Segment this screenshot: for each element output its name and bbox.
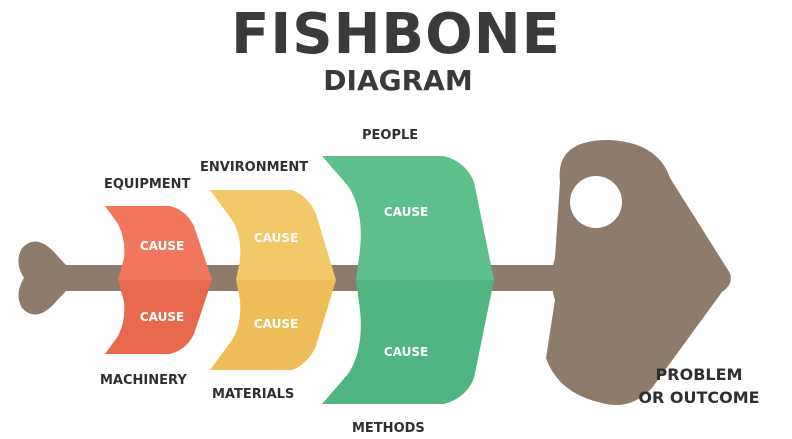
bone-equipment <box>105 206 212 280</box>
bone-materials <box>210 280 336 370</box>
cause-methods: CAUSE <box>384 345 428 359</box>
label-environment: ENVIRONMENT <box>200 160 309 175</box>
label-machinery: MACHINERY <box>100 373 187 388</box>
fish-eye <box>570 176 622 228</box>
diagram-subtitle: DIAGRAM <box>323 64 473 97</box>
diagram-title: FISHBONE <box>231 2 561 67</box>
outcome-line2: OR OUTCOME <box>638 388 760 407</box>
fish-tail <box>18 241 79 315</box>
cause-machinery: CAUSE <box>140 310 184 324</box>
cause-environment: CAUSE <box>254 231 298 245</box>
bone-people <box>322 156 494 280</box>
label-equipment: EQUIPMENT <box>104 177 191 192</box>
bone-machinery <box>105 280 212 354</box>
label-methods: METHODS <box>352 421 425 436</box>
label-people: PEOPLE <box>362 128 419 143</box>
outcome-line1: PROBLEM <box>655 365 743 384</box>
cause-equipment: CAUSE <box>140 239 184 253</box>
cause-people: CAUSE <box>384 205 428 219</box>
outcome-label: PROBLEM OR OUTCOME <box>614 363 784 409</box>
bone-methods <box>322 280 494 404</box>
cause-materials: CAUSE <box>254 317 298 331</box>
bone-environment <box>210 190 336 280</box>
label-materials: MATERIALS <box>212 387 295 402</box>
